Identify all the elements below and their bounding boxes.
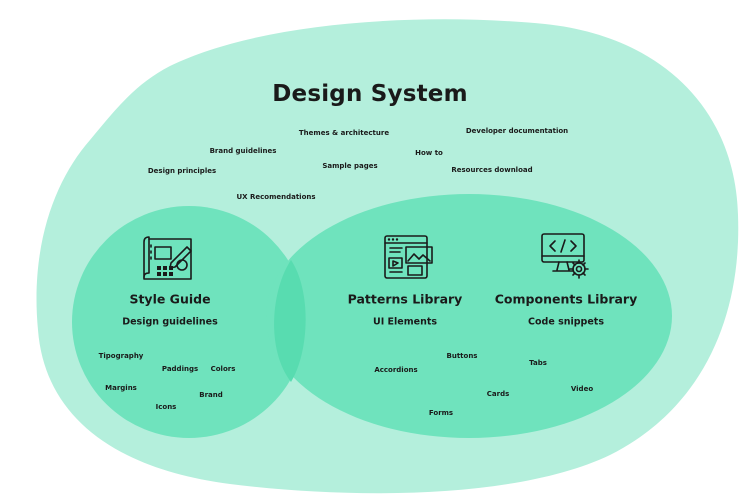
patterns-library-item: Forms [428,409,454,417]
ui-layout-icon [384,235,433,279]
style-guide-subtitle: Design guidelines [122,316,218,328]
patterns-library-item: Cards [486,390,510,398]
outer-item: Brand guidelines [209,147,277,155]
outer-item: Design principles [147,167,217,175]
outer-item: UX Recomendations [236,193,316,201]
components-library-heading: Components Library [494,291,638,307]
outer-item: How to [415,149,443,157]
outer-item: Developer documentation [465,127,569,135]
overlap-region [274,260,306,382]
style-guide-item: Icons [155,403,177,411]
outer-item: Themes & architecture [298,129,390,137]
components-library-item: Video [570,385,594,393]
style-guide-region [72,206,306,438]
components-library-subtitle: Code snippets [528,316,604,328]
diagram-title: Design System [272,81,468,107]
design-blueprint-icon [143,236,192,280]
patterns-library-heading: Patterns Library [347,291,463,307]
style-guide-item: Paddings [161,365,199,373]
style-guide-item: Margins [105,384,137,392]
code-monitor-icon [541,233,589,279]
patterns-library-item: Accordions [374,366,418,374]
style-guide-item: Brand [199,391,223,399]
style-guide-item: Colors [210,365,236,373]
style-guide-item: Tipography [98,352,144,360]
outer-item: Sample pages [322,162,378,170]
components-library-item: Tabs [529,359,547,367]
patterns-library-subtitle: UI Elements [372,316,438,328]
libraries-region [266,194,672,438]
patterns-library-item: Buttons [446,352,478,360]
style-guide-heading: Style Guide [129,291,211,307]
outer-item: Resources download [451,166,533,174]
